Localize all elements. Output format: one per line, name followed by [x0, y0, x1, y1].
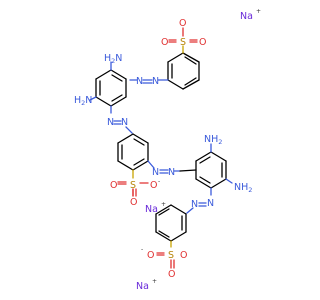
atom-n: N: [168, 167, 175, 178]
upper-diaminophenyl-ring: [89, 61, 127, 107]
atom-o: O: [161, 37, 168, 48]
atom-n: N: [107, 117, 114, 128]
atom-o: O: [130, 197, 137, 208]
atom-s: S: [168, 250, 174, 261]
atom-na: Na: [145, 204, 158, 215]
atom-n: N: [191, 199, 198, 210]
bottom-azo-link: N N: [186, 187, 214, 214]
atom-o: O: [179, 18, 186, 29]
atom-o: O: [199, 37, 206, 48]
atom-o: O: [150, 180, 157, 191]
sodium-ion-2: Na +: [145, 201, 166, 215]
middle-azo-link: N N: [107, 105, 133, 134]
bottom-benzenesulfonate-ring: [155, 204, 187, 248]
atom-o: O: [180, 250, 187, 261]
atom-nh2: H2N: [104, 53, 122, 65]
amine-group-3: NH2: [204, 134, 222, 146]
charge-plus: +: [152, 278, 157, 285]
central-sulfonate-group: S O O O -: [110, 178, 160, 208]
atom-nh2: H2N: [74, 95, 92, 107]
amine-group-4: NH2: [234, 182, 252, 194]
atom-nh2: NH2: [234, 182, 252, 194]
atom-na: Na: [240, 11, 253, 22]
top-sulfonate-group: S O O O: [161, 18, 206, 48]
amine-group-1: H2N: [104, 53, 122, 65]
atom-n: N: [121, 117, 128, 128]
charge-minus: -: [141, 246, 143, 253]
central-benzenesulfonate-ring: [117, 133, 149, 179]
charge-plus: +: [161, 201, 166, 208]
amine-group-2: H2N: [74, 95, 92, 107]
charge-plus: +: [256, 8, 261, 15]
atom-o: O: [110, 180, 117, 191]
top-azo-link: N N: [129, 76, 169, 87]
lower-diaminophenyl-ring: [179, 143, 233, 189]
atom-na: Na: [136, 281, 149, 292]
sodium-ion-1: Na +: [240, 8, 261, 22]
atom-o: O: [147, 250, 154, 261]
atom-n: N: [152, 167, 159, 178]
structure-diagram: S O O O Na + N N H2N H2N: [74, 8, 261, 292]
atom-s: S: [130, 180, 136, 191]
charge-minus: -: [158, 178, 160, 185]
atom-n: N: [207, 198, 214, 209]
bottom-sulfonate-group: S O - O O: [141, 246, 187, 280]
atom-n: N: [136, 76, 143, 87]
molecule-canvas: S O O O Na + N N H2N H2N: [74, 8, 262, 292]
atom-s: S: [180, 37, 186, 48]
lower-azo-link: N N: [147, 160, 181, 178]
top-benzenesulfonate-ring: [167, 45, 200, 90]
atom-nh2: NH2: [204, 134, 222, 146]
atom-o: O: [168, 269, 175, 280]
atom-n: N: [152, 76, 159, 87]
sodium-ion-3: Na +: [136, 278, 157, 292]
